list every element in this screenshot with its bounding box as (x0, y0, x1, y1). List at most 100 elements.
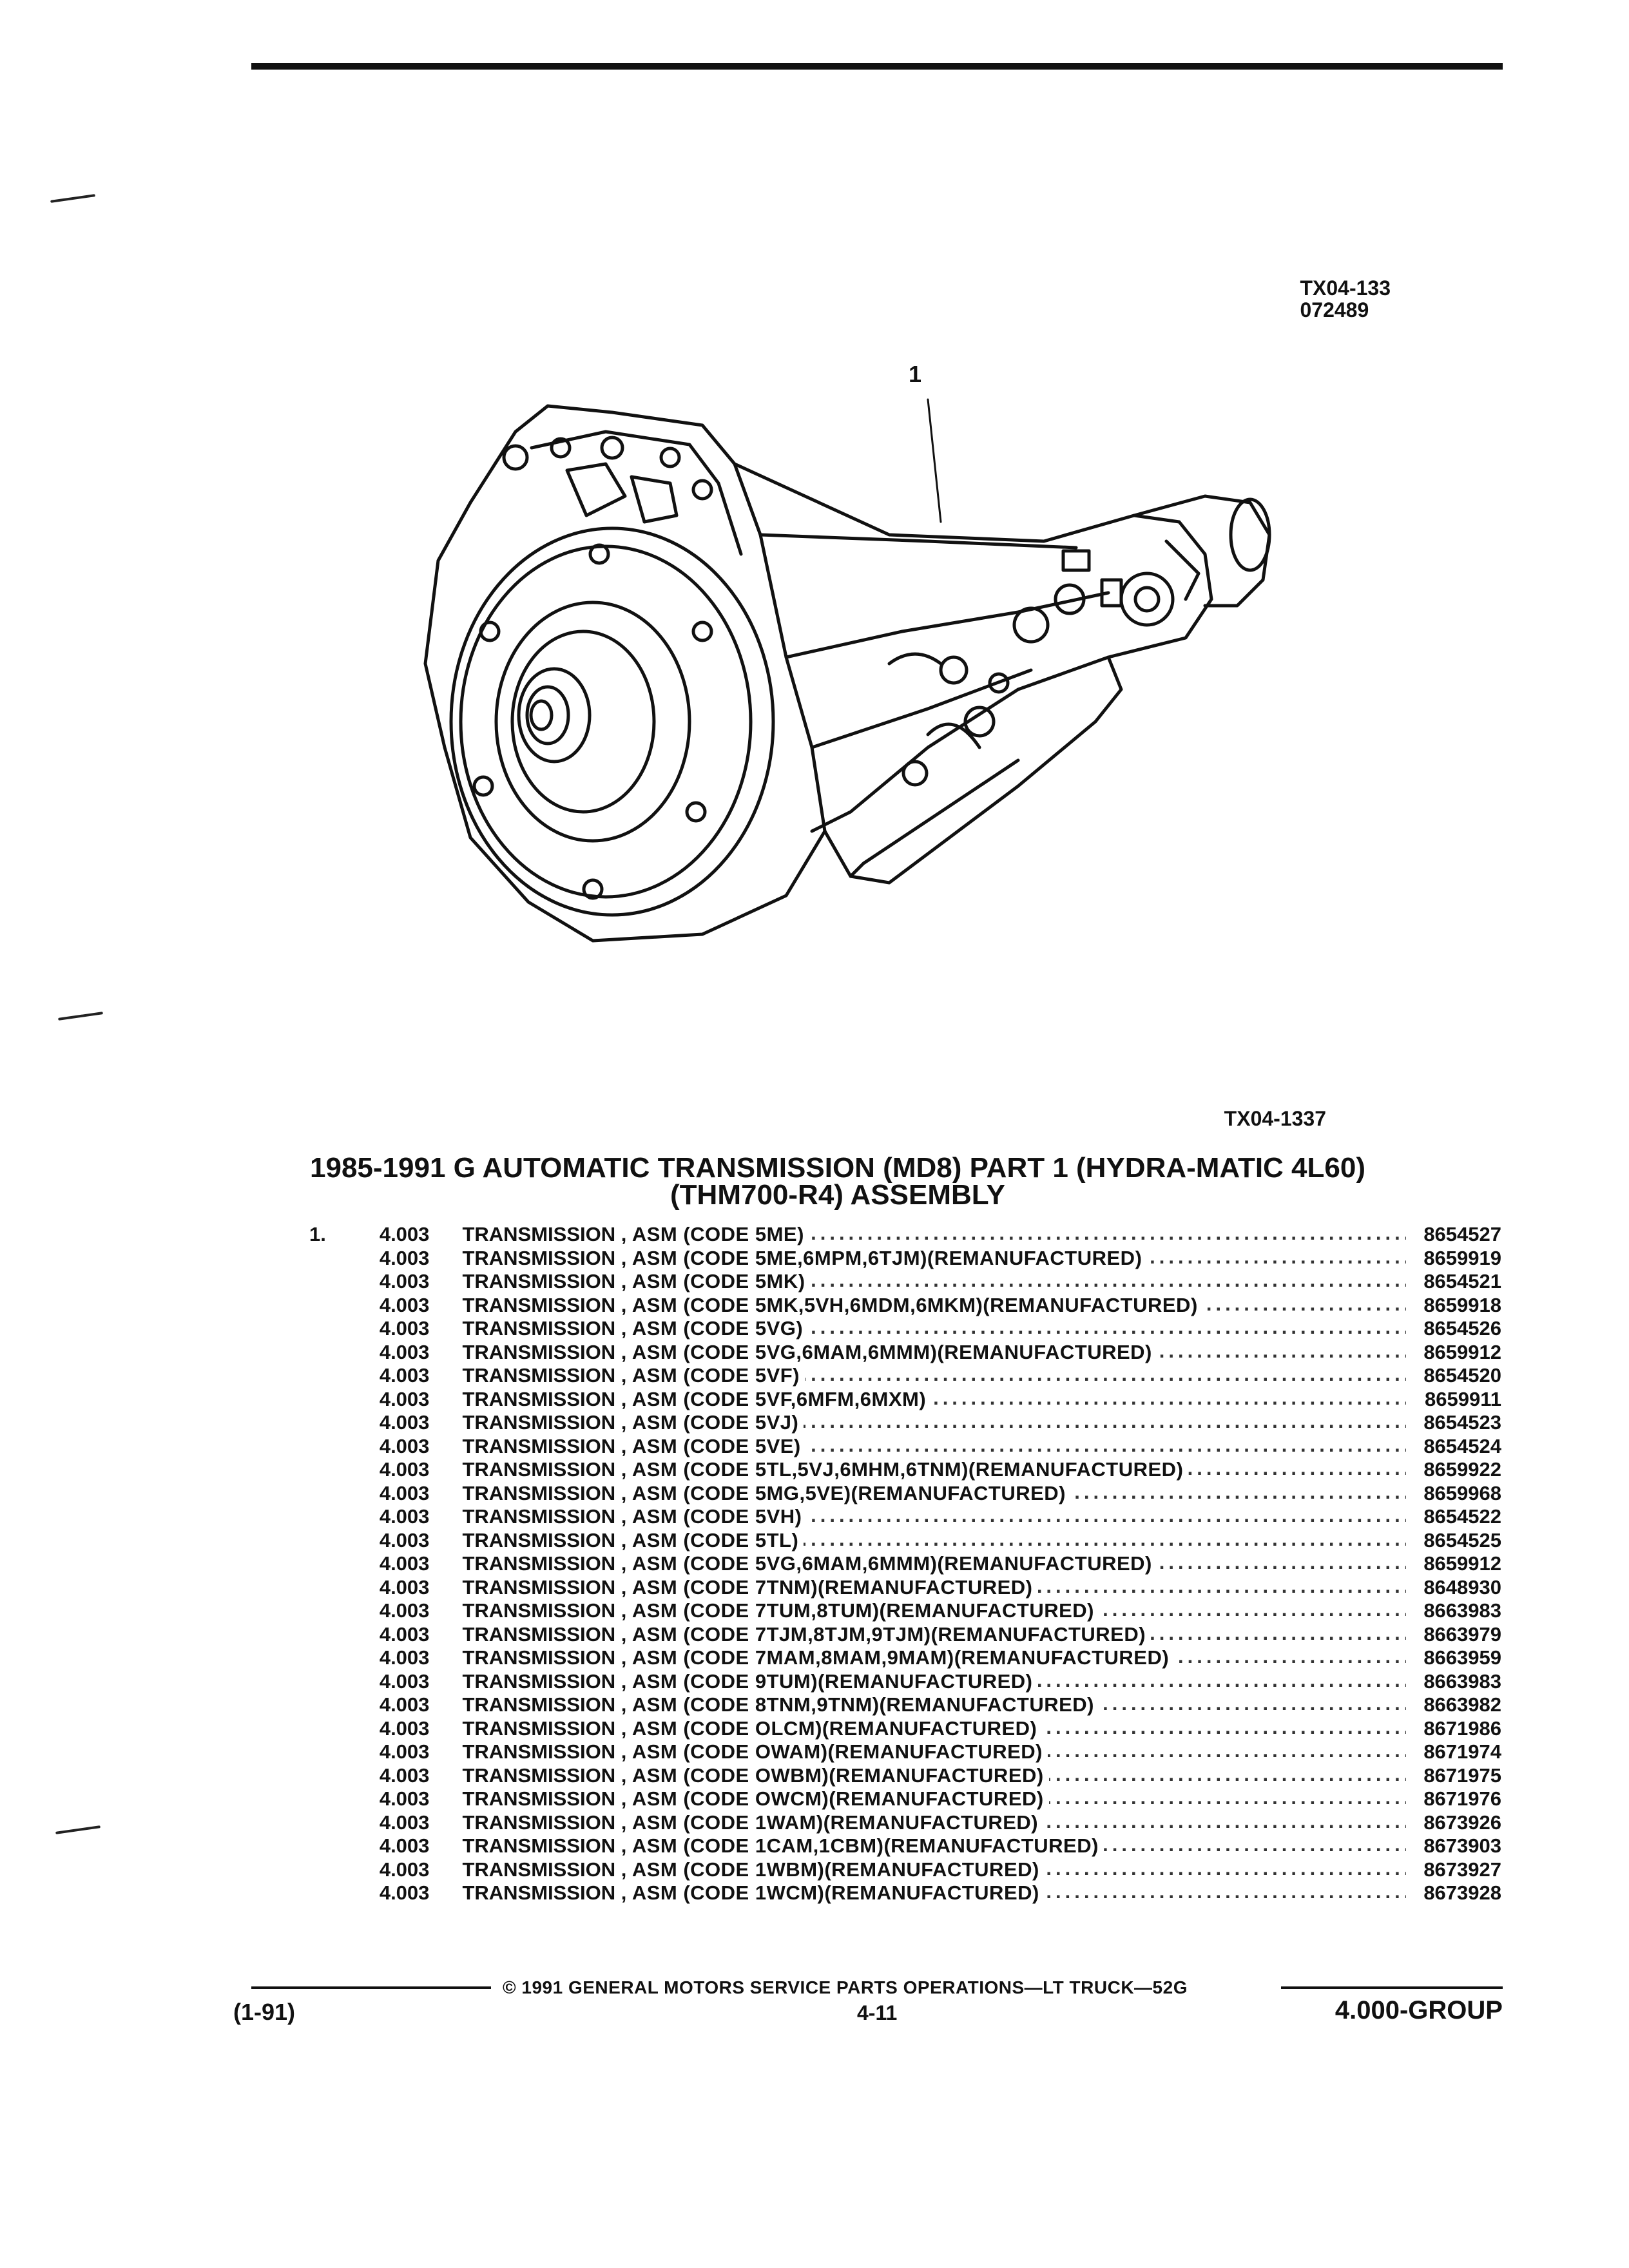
part-description: ........................................… (462, 1505, 1406, 1528)
parts-row: 4.003...................................… (309, 1364, 1501, 1388)
part-number: 8671975 (1423, 1763, 1501, 1787)
parts-row: 4.003...................................… (309, 1787, 1501, 1811)
part-detail: , ASM (CODE 5TL) (621, 1528, 799, 1552)
part-number: 8654526 (1423, 1317, 1501, 1340)
revision-date: (1-91) (233, 1999, 296, 2025)
parts-row: 4.003...................................… (309, 1246, 1501, 1271)
part-name: TRANSMISSION (462, 1505, 616, 1528)
part-name: TRANSMISSION (462, 1881, 616, 1904)
footer-rule-right (1281, 1986, 1503, 1989)
group-number: 4.003 (379, 1811, 430, 1834)
part-name: TRANSMISSION (462, 1599, 616, 1622)
part-detail: , ASM (CODE 9TUM)(REMANUFACTURED) (621, 1669, 1033, 1693)
group-number: 4.003 (379, 1317, 430, 1340)
part-number: 8648930 (1423, 1575, 1501, 1599)
part-number: 8659912 (1423, 1552, 1501, 1575)
part-description: ........................................… (462, 1716, 1406, 1740)
section-title: 1985-1991 G AUTOMATIC TRANSMISSION (MD8)… (193, 1154, 1482, 1209)
group-number: 4.003 (379, 1270, 430, 1293)
part-name: TRANSMISSION (462, 1246, 616, 1269)
part-description: ........................................… (462, 1669, 1406, 1693)
group-number: 4.003 (379, 1787, 430, 1810)
part-detail: , ASM (CODE 5VE) (621, 1434, 801, 1457)
transmission-drawing (423, 398, 1271, 943)
group-number: 4.003 (379, 1693, 430, 1716)
page-number: 4-11 (857, 2001, 898, 2024)
part-name: TRANSMISSION (462, 1293, 616, 1316)
group-number: 4.003 (379, 1599, 430, 1622)
part-description: ........................................… (462, 1622, 1406, 1646)
illustration-date: 072489 (1300, 298, 1369, 322)
top-rule (251, 63, 1503, 70)
part-number: 8663979 (1423, 1622, 1501, 1646)
part-description: ........................................… (462, 1223, 1406, 1246)
part-detail: , ASM (CODE 5VG,6MAM,6MMM)(REMANUFACTURE… (621, 1552, 1152, 1575)
group-number: 4.003 (379, 1622, 430, 1646)
part-name: TRANSMISSION (462, 1340, 616, 1363)
part-number: 8654525 (1423, 1528, 1501, 1552)
parts-row: 4.003...................................… (309, 1481, 1501, 1506)
parts-row: 1. 4.003.................................… (309, 1223, 1501, 1247)
part-description: ........................................… (462, 1575, 1406, 1599)
part-name: TRANSMISSION (462, 1740, 616, 1763)
part-number: 8671976 (1423, 1787, 1501, 1810)
part-name: TRANSMISSION (462, 1834, 616, 1857)
part-detail: , ASM (CODE 1WCM)(REMANUFACTURED) (621, 1881, 1039, 1904)
part-detail: , ASM (CODE OWAM)(REMANUFACTURED) (621, 1740, 1043, 1763)
parts-row: 4.003...................................… (309, 1434, 1501, 1459)
part-number: 8673926 (1423, 1811, 1501, 1834)
illustration-ref: TX04-133 072489 (1300, 277, 1391, 321)
part-name: TRANSMISSION (462, 1693, 616, 1716)
part-number: 8663983 (1423, 1669, 1501, 1693)
copyright-notice: © 1991 GENERAL MOTORS SERVICE PARTS OPER… (503, 1977, 1188, 1997)
part-description: ........................................… (462, 1246, 1406, 1270)
part-detail: , ASM (CODE 5ME) (621, 1223, 804, 1245)
part-detail: , ASM (CODE 5VG,6MAM,6MMM)(REMANUFACTURE… (621, 1340, 1152, 1363)
illustration-code: TX04-133 (1300, 276, 1391, 300)
part-description: ........................................… (462, 1740, 1406, 1763)
group-number: 4.003 (379, 1223, 430, 1245)
part-detail: , ASM (CODE 8TNM,9TNM)(REMANUFACTURED) (621, 1693, 1095, 1716)
group-number: 4.003 (379, 1364, 430, 1387)
part-number: 8659912 (1423, 1340, 1501, 1363)
parts-row: 4.003...................................… (309, 1340, 1501, 1365)
part-detail: , ASM (CODE 1CAM,1CBM)(REMANUFACTURED) (621, 1834, 1099, 1857)
group-number: 4.003 (379, 1834, 430, 1857)
part-number: 8663959 (1423, 1646, 1501, 1669)
group-number: 4.003 (379, 1575, 430, 1599)
part-number: 8654520 (1423, 1364, 1501, 1387)
part-description: ........................................… (462, 1599, 1406, 1622)
part-name: TRANSMISSION (462, 1787, 616, 1810)
binder-mark (50, 194, 95, 203)
part-number: 8663982 (1423, 1693, 1501, 1716)
parts-row: 4.003...................................… (309, 1270, 1501, 1294)
footer-rule-left (251, 1986, 491, 1989)
part-number: 8671986 (1423, 1716, 1501, 1740)
part-detail: , ASM (CODE OWCM)(REMANUFACTURED) (621, 1787, 1044, 1810)
part-name: TRANSMISSION (462, 1622, 616, 1646)
group-number: 4.003 (379, 1481, 430, 1504)
part-description: ........................................… (462, 1458, 1406, 1481)
part-name: TRANSMISSION (462, 1481, 616, 1504)
group-number: 4.003 (379, 1552, 430, 1575)
group-number: 4.003 (379, 1740, 430, 1763)
group-number: 4.003 (379, 1528, 430, 1552)
part-number: 8671974 (1423, 1740, 1501, 1763)
part-detail: , ASM (CODE 5VG) (621, 1317, 804, 1340)
part-description: ........................................… (462, 1646, 1406, 1669)
group-number: 4.003 (379, 1411, 430, 1434)
parts-row: 4.003...................................… (309, 1599, 1501, 1623)
parts-row: 4.003...................................… (309, 1763, 1501, 1788)
part-name: TRANSMISSION (462, 1858, 616, 1881)
group-label: 4.000-GROUP (1335, 1996, 1503, 2024)
group-number: 4.003 (379, 1669, 430, 1693)
part-description: ........................................… (462, 1317, 1406, 1340)
part-detail: , ASM (CODE 5VF) (621, 1364, 800, 1387)
parts-row: 4.003...................................… (309, 1646, 1501, 1670)
parts-list: 1.4.003.................................… (309, 1223, 1501, 1905)
part-description: ........................................… (462, 1411, 1406, 1434)
group-number: 4.003 (379, 1763, 430, 1787)
transmission-illustration: 1 (400, 361, 1302, 966)
part-description: ........................................… (462, 1481, 1406, 1505)
item-number: 1. (309, 1223, 326, 1245)
